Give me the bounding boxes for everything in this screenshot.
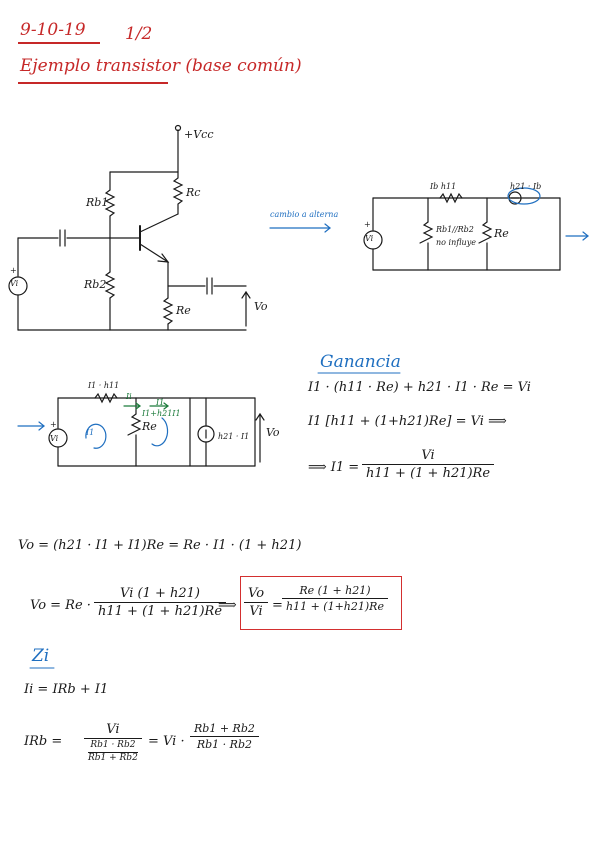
re-resistor-2 [478, 221, 493, 244]
zi-eq2-mid: = Vi · [148, 734, 185, 749]
gain-rden: h11 + (1+h21)Re [286, 600, 384, 613]
re-label-1: Re [176, 304, 191, 317]
rb-parallel-label: Rb1//Rb2 [436, 225, 474, 234]
zi-title: Zi [32, 646, 50, 666]
page-count: 1/2 [125, 24, 153, 44]
ii-label: Ii [126, 392, 132, 401]
re-resistor-1 [162, 297, 174, 325]
zi-eq1: Ii = IRb + I1 [24, 682, 109, 697]
ganancia-eq1: I1 · (h11 · Re) + h21 · I1 · Re = Vi [308, 380, 531, 395]
ganancia-eq3-fraction: Vi h11 + (1 + h21)Re [362, 448, 495, 481]
vo-eq1: Vo = (h21 · I1 + I1)Re = Re · I1 · (1 + … [18, 538, 302, 553]
rc-resistor [172, 171, 184, 209]
rb2-label: Rb2 [84, 278, 107, 291]
title-underline [18, 82, 168, 84]
vi-label-3: Vi [50, 434, 59, 443]
gain-den: Vi [249, 604, 263, 619]
vo-label-3: Vo [266, 426, 280, 439]
vi-sign-3: + [50, 420, 57, 429]
zi-eq2-rnum: Rb1 + Rb2 [190, 722, 259, 737]
zi-eq2-den: Rb1 · Rb2 Rb1 + Rb2 [84, 739, 142, 764]
gain-lhs-fraction: Vo Vi [244, 586, 269, 619]
i-re-label: I1+h21I1 [142, 409, 181, 418]
transistor-collector [139, 213, 179, 233]
rb-note-label: no influye [436, 238, 476, 247]
vo-eq2-fraction: Vi (1 + h21) h11 + (1 + h21)Re [94, 586, 227, 619]
rb-parallel-resistor [419, 221, 434, 244]
h21-highlight-ellipse [507, 187, 541, 205]
h21-label-3: h21 · I1 [218, 432, 250, 441]
circuit-ac-equivalent [363, 187, 589, 271]
circuit-3-equivalent [17, 392, 265, 467]
h11-resistor-3 [94, 392, 118, 404]
cambio-alterna-arrow [269, 223, 331, 233]
gain-result-box [240, 576, 402, 630]
h21-label: h21 · Ib [510, 182, 542, 191]
h11-label: Ib h11 [430, 182, 457, 191]
vcc-label: +Vcc [184, 128, 214, 141]
vo-eq2-lhs: Vo = Re · [30, 598, 91, 613]
zi-eq2-fraction: Vi Rb1 · Rb2 Rb1 + Rb2 [84, 722, 142, 764]
re-resistor-3 [127, 413, 142, 436]
zi-eq2-rden: Rb1 · Rb2 [196, 738, 252, 751]
vo-label-1: Vo [254, 300, 268, 313]
h11-resistor [439, 192, 463, 204]
zi-eq2-den-top: Rb1 · Rb2 [88, 740, 138, 753]
vi-label-2: Vi [365, 234, 374, 243]
rc-label: Rc [186, 186, 201, 199]
zi-eq2-num: Vi [84, 722, 142, 739]
loop-current-i1 [85, 423, 107, 449]
zi-eq2-lhs: IRb = [24, 734, 63, 749]
ganancia-eq2: I1 [h11 + (1+h21)Re] = Vi ⟹ [308, 414, 507, 429]
transistor-emitter [139, 243, 169, 263]
date-label: 9-10-19 [20, 20, 86, 40]
i1-small-label: I1 [156, 398, 165, 407]
gain-rnum: Re (1 + h21) [282, 584, 388, 599]
re-label-2: Re [494, 227, 509, 240]
cambio-alterna-label: cambio a alterna [270, 210, 339, 219]
loop-current-i2 [151, 417, 169, 447]
zi-eq2-rhs-fraction: Rb1 + Rb2 Rb1 · Rb2 [190, 722, 259, 751]
circuit-transistor-base-comun [8, 124, 251, 331]
vo-eq2-num: Vi (1 + h21) [94, 586, 227, 603]
rb1-label: Rb1 [86, 196, 109, 209]
ganancia-title: Ganancia [320, 352, 401, 372]
gain-num: Vo [244, 586, 269, 603]
ganancia-eq3-lhs: ⟹ I1 = [308, 460, 360, 475]
vo-eq2-den: h11 + (1 + h21)Re [98, 604, 223, 619]
re-label-3: Re [142, 420, 157, 433]
vi-label-1: Vi [10, 279, 19, 288]
h11-label-3: I1 · h11 [88, 381, 120, 390]
loop-i1-label: I1 [86, 428, 95, 437]
rb1-resistor [104, 189, 116, 217]
gain-rhs-fraction: Re (1 + h21) h11 + (1+h21)Re [282, 584, 388, 613]
zi-eq2-den-bot: Rb1 + Rb2 [88, 753, 138, 763]
ganancia-eq3-den: h11 + (1 + h21)Re [366, 466, 491, 481]
ganancia-eq3-num: Vi [362, 448, 495, 465]
vi-sign-2: + [364, 220, 371, 229]
vo-arrow: ⟹ [218, 598, 237, 613]
date-underline [18, 42, 100, 44]
rb2-resistor [104, 271, 116, 299]
page-title: Ejemplo transistor (base común) [20, 56, 302, 76]
gain-equals: = [272, 598, 283, 613]
vi-sign-1: + [10, 266, 17, 275]
